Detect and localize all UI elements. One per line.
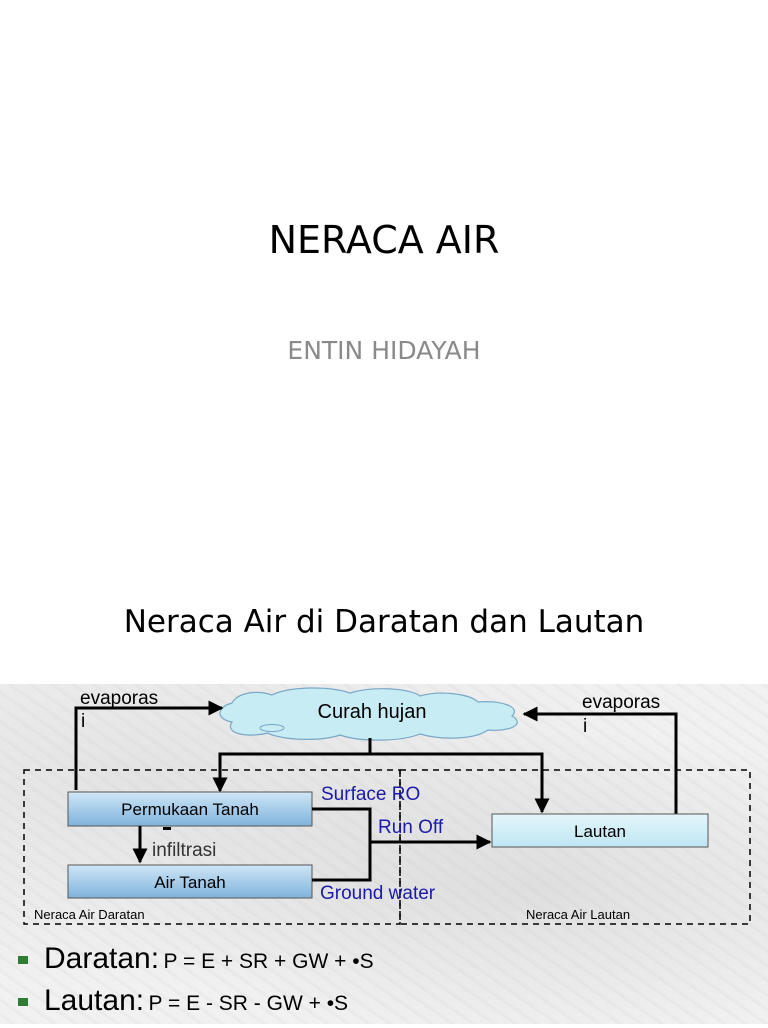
sea-box — [491, 813, 709, 848]
diagram-svg: Curah hujan evaporas i evaporas i Permuk… — [23, 687, 751, 925]
surface-runoff-line — [312, 807, 372, 882]
equation-sea: Lautan: P = E - SR - GW + •S — [18, 984, 348, 1018]
equation-land-formula: P = E + SR + GW + •S — [163, 950, 374, 973]
run-off-label: Run Off — [378, 817, 444, 838]
cloud-shape — [219, 687, 518, 741]
slide2-title: Neraca Air di Daratan dan Lautan — [123, 604, 645, 640]
bullet-icon — [18, 955, 28, 964]
rain-arrow-sea — [370, 752, 550, 814]
rain-arrow-land — [212, 738, 372, 793]
surface-box — [67, 791, 313, 827]
land-region-border — [23, 769, 401, 925]
evap-right-text-2: i — [583, 716, 587, 737]
bullet-icon — [18, 997, 28, 1006]
surface-box-label: Permukaan Tanah — [121, 800, 259, 819]
infiltration-label: infiltrasi — [152, 840, 216, 861]
surface-ro-label: Surface RO — [321, 784, 420, 805]
evap-left-arrow — [74, 700, 224, 790]
evap-left-text-2: i — [81, 711, 85, 732]
equation-sea-label: Lautan: — [44, 984, 145, 1017]
cloud-label: Curah hujan — [318, 701, 427, 723]
ground-water-label: Ground water — [320, 883, 436, 904]
equation-land: Daratan: P = E + SR + GW + •S — [18, 942, 374, 976]
land-region-label: Neraca Air Daratan — [34, 907, 145, 922]
evap-right-arrow — [522, 706, 678, 814]
water-balance-diagram: Curah hujan evaporas i evaporas i Permuk… — [0, 684, 768, 1024]
evap-right-text: evaporas — [582, 692, 660, 713]
sea-region-label: Neraca Air Lautan — [526, 907, 630, 922]
equation-sea-formula: P = E - SR - GW + •S — [148, 992, 349, 1015]
sea-box-label: Lautan — [574, 822, 626, 841]
groundwater-box-label: Air Tanah — [154, 873, 226, 892]
evap-left-text: evaporas — [80, 688, 158, 709]
infiltration-mark — [163, 827, 171, 830]
slide-subtitle: ENTIN HIDAYAH — [287, 336, 481, 365]
equation-land-label: Daratan: — [44, 942, 160, 975]
slide-title: NERACA AIR — [268, 218, 500, 262]
